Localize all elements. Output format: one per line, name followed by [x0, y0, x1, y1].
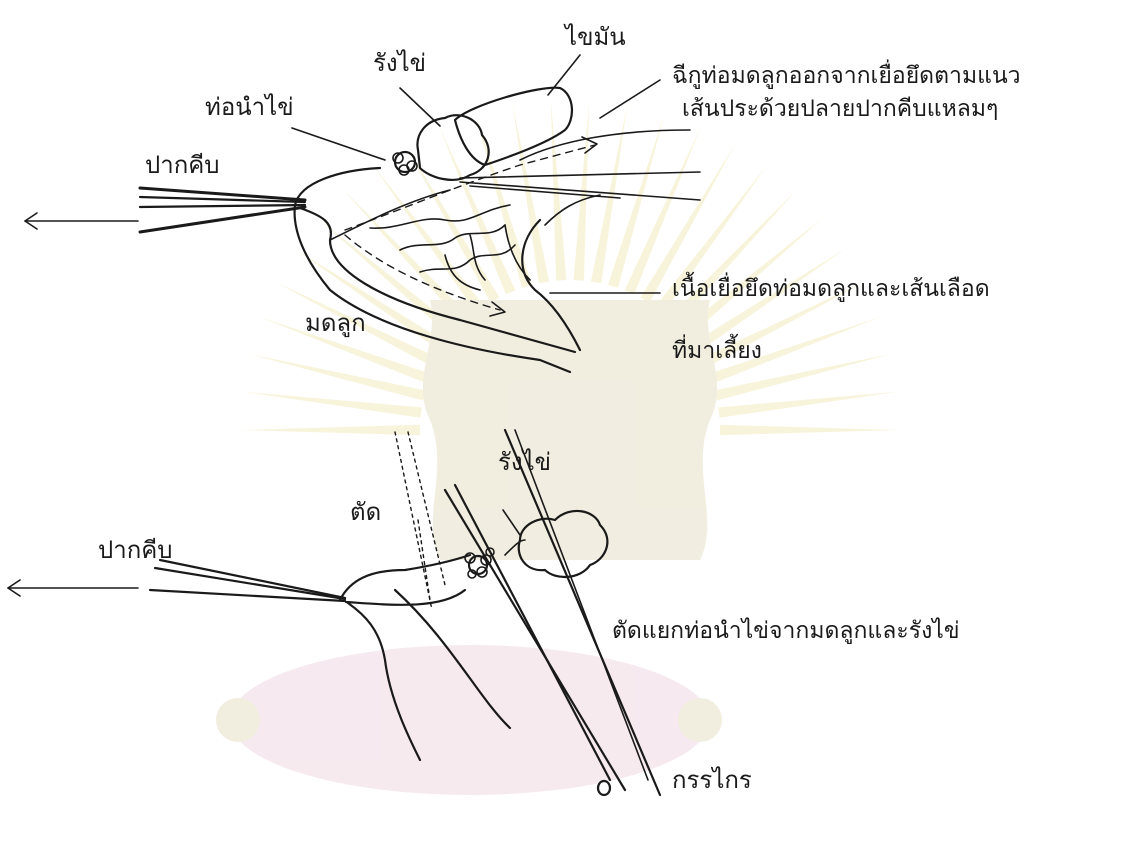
- top-mesentery-line2: ที่มาเลี้ยง: [672, 337, 762, 366]
- top-oviduct-label: ท่อนำไข่: [205, 92, 294, 122]
- top-forceps-label: ปากคีบ: [145, 150, 220, 180]
- watermark-ray: [242, 392, 421, 418]
- watermark-emblem: [216, 101, 900, 795]
- bottom-scissors-label: กรรไกร: [672, 765, 752, 795]
- watermark-right-knot: [678, 698, 722, 742]
- top-ovary: [417, 115, 488, 180]
- watermark-ray: [475, 114, 532, 288]
- top-tear-instruction-line1: ฉีกูท่อมดลูกออกจากเยื่อยึดตามแนว: [672, 62, 1021, 91]
- watermark-ray: [249, 354, 425, 401]
- bottom-cut-instruction: ตัดแยกท่อนำไข่จากมดลูกและรังไข่: [612, 617, 960, 646]
- bottom-ovary-label: รังไข่: [498, 447, 551, 477]
- top-forceps: [140, 188, 305, 232]
- top-oviduct-coil: [393, 152, 417, 175]
- top-ovary-label: รังไข่: [373, 48, 426, 78]
- watermark-left-knot: [216, 698, 260, 742]
- watermark-ray: [608, 114, 665, 288]
- bottom-forceps: [150, 560, 345, 601]
- watermark-ray: [718, 392, 897, 418]
- top-mesentery-line1: เนื้อเยื่อยึดท่อมดลูกและเส้นเลือด: [672, 275, 990, 304]
- top-tear-instruction-line2: เส้นประด้วยปลายปากคีบแหลมๆ: [682, 95, 998, 124]
- bottom-cut-label: ตัด: [350, 497, 381, 527]
- bottom-pull-arrow: [8, 580, 138, 596]
- watermark-ray: [240, 425, 420, 435]
- top-uterus-label: มดลูก: [305, 308, 366, 338]
- top-pull-arrow: [25, 213, 138, 229]
- watermark-base: [230, 645, 710, 795]
- bottom-forceps-label: ปากคีบ: [98, 535, 173, 565]
- top-fat-label: ไขมัน: [565, 22, 626, 52]
- watermark-ray: [720, 425, 900, 435]
